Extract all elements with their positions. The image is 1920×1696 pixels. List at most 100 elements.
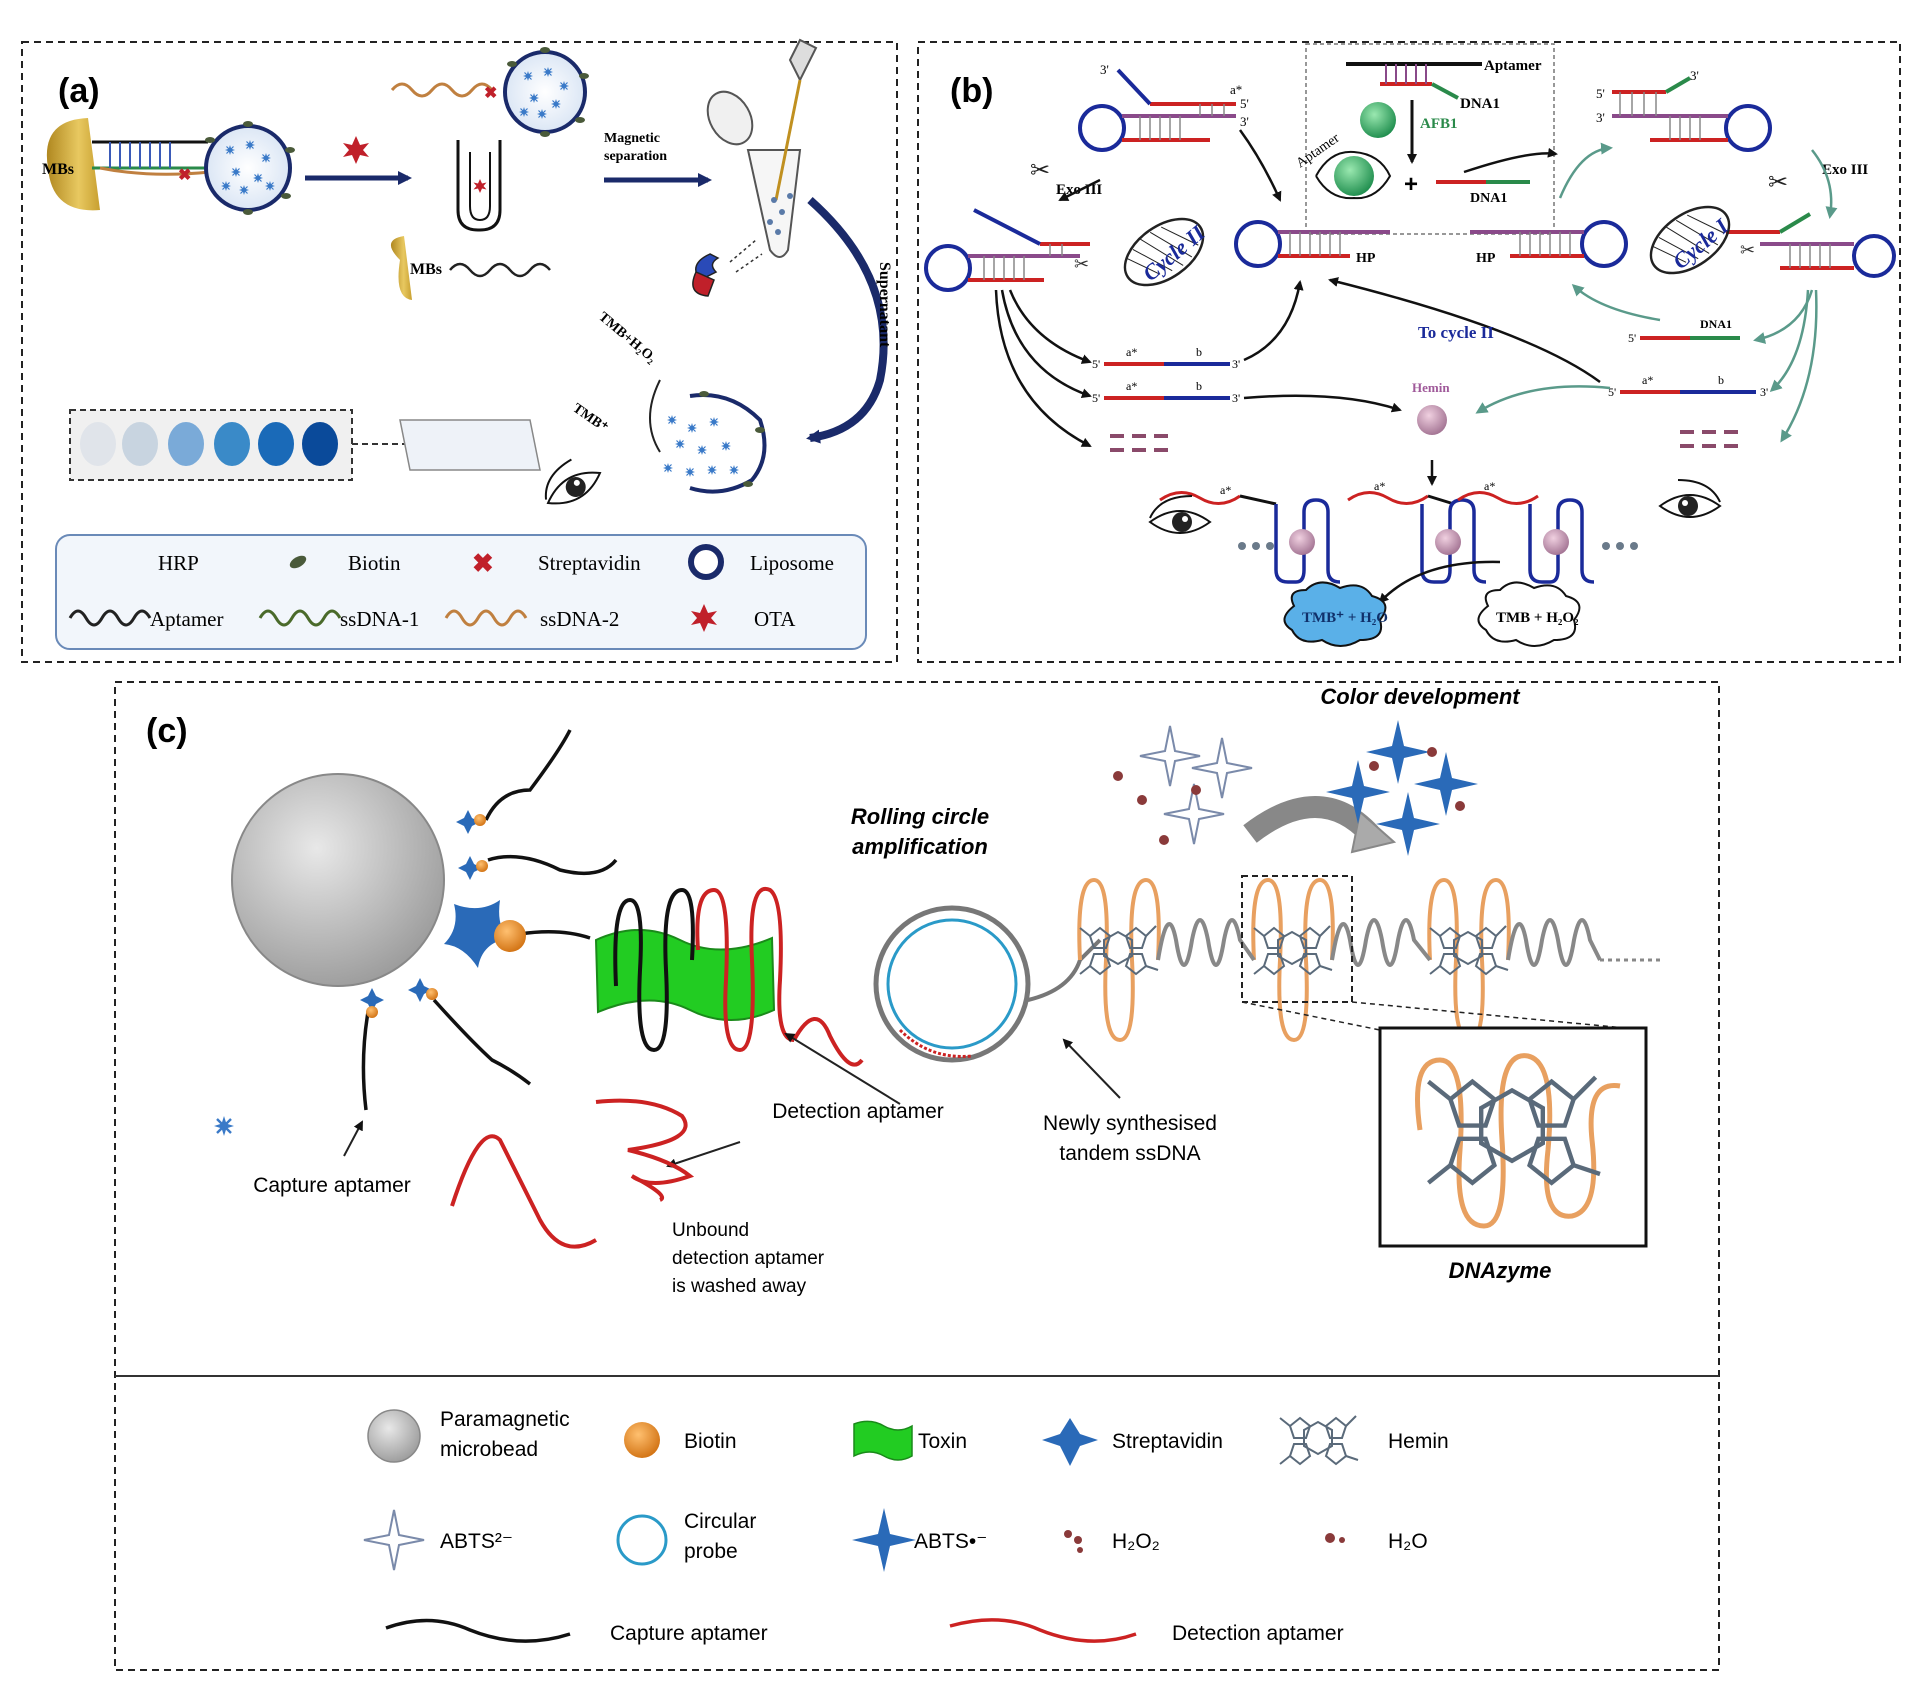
ssdna2-strand <box>390 82 494 98</box>
legend-c-abts-rad: ABTS•⁻ <box>914 1530 987 1553</box>
afb1-label: AFB1 <box>1420 116 1458 132</box>
unbound-aptamers <box>450 1098 695 1249</box>
svg-text:✂: ✂ <box>1074 254 1089 274</box>
svg-text:a*: a* <box>1230 82 1242 97</box>
afb1-ball-top <box>1360 102 1396 138</box>
scissors-icon-left: ✂ <box>1030 157 1050 184</box>
eye-icon-a <box>534 449 607 514</box>
capture-aptamer-label: Capture aptamer <box>253 1174 411 1197</box>
afb1-ball-bottom <box>1334 156 1374 196</box>
paramagnetic-microbead <box>231 773 445 987</box>
legend-biotin: Biotin <box>348 551 401 575</box>
unbound-line2: detection aptamer <box>672 1248 825 1269</box>
zoom-line-1 <box>1241 1001 1381 1031</box>
color-wells <box>80 422 338 466</box>
tmb-ox-label-a: TMB⁺ <box>570 401 611 436</box>
legend-c-detection-icon <box>949 1618 1137 1643</box>
legend-c-abts-rad-icon <box>852 1508 916 1572</box>
svg-text:b: b <box>1196 345 1202 359</box>
legend-c-hemin: Hemin <box>1388 1430 1449 1453</box>
cycle-ii-oval: Cycle II <box>1123 217 1211 287</box>
tmb-h2o2-cloud <box>1477 581 1581 647</box>
newly-synthesised-line2: tandem ssDNA <box>1059 1142 1200 1165</box>
tube-icon <box>692 38 818 297</box>
scissors-icon-right: ✂ <box>1768 169 1788 196</box>
tmb-h2o2-label-a: TMB+H₂O₂ <box>595 310 658 367</box>
legend-c-circular-line2: probe <box>684 1540 738 1563</box>
primer-segment <box>898 1028 973 1058</box>
legend-c-h2o2-icon <box>1064 1530 1083 1553</box>
legend-c-streptavidin: Streptavidin <box>1112 1430 1223 1453</box>
cycle-i-oval: Cycle I <box>1649 205 1734 275</box>
svg-text:a*: a* <box>1642 373 1653 387</box>
mbs-label-1: MBs <box>42 161 74 178</box>
detection-aptamer-arrow-2 <box>666 1141 741 1169</box>
legend-ssdna2-icon <box>444 609 528 627</box>
hemin-ball <box>1417 405 1447 435</box>
dna1-green <box>1431 82 1459 100</box>
dnazyme-zoom-box <box>1241 875 1353 1003</box>
svg-text:a*: a* <box>1374 479 1385 493</box>
released-strand-left-1: 5' 3' a* b <box>1092 345 1240 371</box>
panel-b-arrows-black <box>994 129 1601 486</box>
legend-c-detection: Detection aptamer <box>1172 1622 1344 1645</box>
hybrid-bonds-1 <box>1385 64 1427 84</box>
svg-text:3': 3' <box>1760 385 1768 399</box>
svg-text:a*: a* <box>1126 379 1137 393</box>
fragments-left <box>1110 434 1168 452</box>
aptamer-label-b: Aptamer <box>1484 58 1542 74</box>
exo-iii-right: Exo III <box>1822 162 1868 178</box>
svg-text:b: b <box>1718 373 1724 387</box>
legend-c-circular-line1: Circular <box>684 1510 756 1533</box>
legend-c-abts2-icon <box>363 1509 425 1571</box>
released-strand-left-2: 5' 3' a* b <box>1092 379 1240 405</box>
legend-c-h2o: H₂O <box>1388 1530 1428 1553</box>
microplate-icon <box>399 419 541 471</box>
legend-c-capture-icon <box>385 1618 571 1643</box>
legend-c-abts2: ABTS²⁻ <box>440 1530 513 1553</box>
abts-rad-stars-cluster <box>1326 720 1478 856</box>
magnetic-separation-label-1: Magnetic <box>604 131 660 146</box>
ota-star-icon <box>343 136 369 164</box>
svg-text:✖: ✖ <box>178 167 191 184</box>
panel-a-label: (a) <box>58 72 100 110</box>
tandem-dnazymes <box>1077 877 1660 1043</box>
detection-aptamer-arrow-1 <box>784 1032 901 1105</box>
fragments-right <box>1680 430 1738 448</box>
magnetic-bead-icon <box>46 118 100 211</box>
legend-liposome: Liposome <box>750 551 834 575</box>
dna1-label-mid: DNA1 <box>1470 191 1507 206</box>
panel-c: (c) Rolling cir <box>114 681 1720 1671</box>
svg-text:5': 5' <box>1092 391 1100 405</box>
capture-aptamer-arrow <box>343 1120 363 1157</box>
to-cycle-ii-label: To cycle II <box>1418 323 1494 342</box>
complex-top-left: 3' a* 5' 3' <box>1078 62 1249 152</box>
legend-c-toxin-icon <box>853 1420 913 1461</box>
tmb-ox-cloud <box>1283 581 1387 647</box>
newly-synthesised-line1: Newly synthesised <box>1043 1112 1217 1135</box>
svg-text:✂: ✂ <box>1740 240 1755 260</box>
svg-text:3': 3' <box>1232 357 1240 371</box>
supernatant-label: Supernatant <box>876 262 893 348</box>
svg-text:5': 5' <box>1092 357 1100 371</box>
legend-aptamer: Aptamer <box>150 607 223 631</box>
abts2-stars-cluster <box>1113 725 1253 845</box>
liposome-top-icon <box>503 47 589 137</box>
legend-ota: OTA <box>754 607 796 631</box>
plus-sign: + <box>1404 171 1418 198</box>
svg-text:3': 3' <box>1100 62 1109 77</box>
color-change-arrow <box>1243 796 1379 843</box>
legend-liposome-icon <box>688 544 724 580</box>
svg-text:✖: ✖ <box>484 85 497 102</box>
legend-c-hemin-icon <box>1279 1415 1359 1465</box>
svg-text:5': 5' <box>1608 385 1616 399</box>
svg-text:3': 3' <box>1240 114 1249 129</box>
mbs-label-2: MBs <box>410 261 442 278</box>
panel-a-legend-box <box>55 534 867 650</box>
streptavidin-biotin-small <box>360 810 488 1018</box>
legend-hrp: HRP <box>158 551 199 575</box>
aptamer-ota-complex-icon <box>456 140 502 232</box>
svg-text:b: b <box>1196 379 1202 393</box>
aptamer-wrap <box>1315 150 1392 200</box>
liposome-icon <box>204 121 295 215</box>
